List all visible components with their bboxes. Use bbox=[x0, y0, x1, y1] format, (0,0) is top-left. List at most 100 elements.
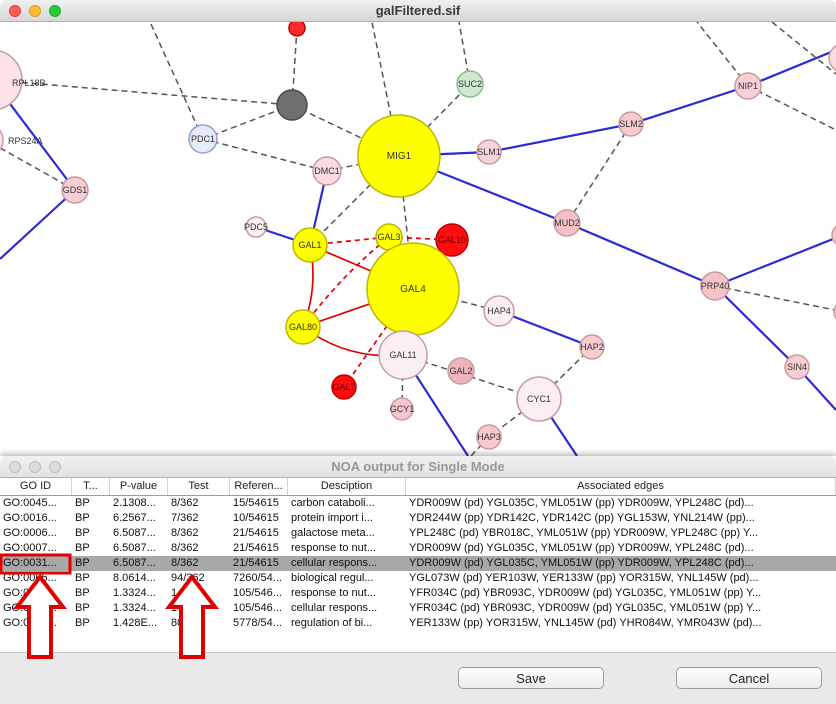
graph-node-mud2[interactable] bbox=[553, 209, 581, 237]
graph-node-slm1[interactable] bbox=[476, 139, 502, 165]
table-cell: 94/362 bbox=[171, 572, 205, 584]
graph-node-hap4[interactable] bbox=[483, 295, 515, 327]
table-cell: 21/54615 bbox=[233, 557, 279, 569]
noa-titlebar[interactable]: NOA output for Single Mode bbox=[0, 456, 836, 478]
table-cell: 7260/54... bbox=[233, 572, 282, 584]
graph-edge[interactable] bbox=[0, 79, 293, 106]
window-title: NOA output for Single Mode bbox=[331, 459, 505, 474]
graph-edge[interactable] bbox=[398, 83, 471, 157]
close-button[interactable] bbox=[9, 4, 21, 17]
graph-node-hap2[interactable] bbox=[579, 334, 605, 360]
table-cell: YDR009W (pd) YGL035C, YML051W (pp) YDR00… bbox=[409, 497, 754, 509]
graph-edge[interactable] bbox=[498, 309, 593, 349]
table-cell: GO:0009... bbox=[3, 587, 57, 599]
node-label: HAP3 bbox=[477, 432, 501, 442]
graph-node-pdc5[interactable] bbox=[245, 216, 267, 238]
graph-node-nip1[interactable] bbox=[734, 72, 762, 100]
table-cell: GO:0007... bbox=[3, 542, 57, 554]
graph-edge[interactable] bbox=[566, 123, 632, 224]
node-label: SLM2 bbox=[619, 119, 643, 129]
node-label: GAL1 bbox=[298, 240, 321, 250]
network-titlebar[interactable]: galFiltered.sif bbox=[0, 0, 836, 22]
graph-node-gcy1[interactable] bbox=[390, 397, 414, 421]
graph-node-gal7[interactable] bbox=[331, 374, 357, 400]
graph-edge[interactable] bbox=[488, 122, 632, 154]
node-label: NIP1 bbox=[738, 81, 758, 91]
table-cell: 6.2567... bbox=[113, 512, 156, 524]
graph-node-node-gray[interactable] bbox=[276, 89, 308, 121]
column-header-test[interactable]: Test bbox=[168, 478, 230, 495]
graph-edge[interactable] bbox=[714, 285, 798, 368]
zoom-button[interactable] bbox=[49, 460, 61, 473]
minimize-button[interactable] bbox=[29, 4, 41, 17]
graph-node-dmc1[interactable] bbox=[312, 156, 342, 186]
table-cell: biological regul... bbox=[291, 572, 374, 584]
node-label: GAL10 bbox=[438, 235, 466, 245]
graph-edge[interactable] bbox=[771, 22, 836, 75]
column-header-t-[interactable]: T... bbox=[72, 478, 110, 495]
graph-node-node-top-red[interactable] bbox=[288, 22, 306, 37]
graph-edge[interactable] bbox=[149, 22, 204, 140]
table-cell: BP bbox=[75, 512, 90, 524]
table-cell: 8/362 bbox=[171, 557, 199, 569]
graph-node-pdc1[interactable] bbox=[188, 124, 218, 154]
table-cell: cellular respons... bbox=[291, 557, 378, 569]
table-cell: response to nut... bbox=[291, 542, 376, 554]
node-label: GCY1 bbox=[390, 404, 415, 414]
column-header-associated-edges[interactable]: Associated edges bbox=[406, 478, 836, 495]
table-cell: 6.5087... bbox=[113, 542, 156, 554]
table-cell: YFR034C (pd) YBR093C, YDR009W (pd) YGL03… bbox=[409, 587, 762, 599]
graph-node-gds1[interactable] bbox=[61, 176, 89, 204]
zoom-button[interactable] bbox=[49, 4, 61, 17]
graph-edge[interactable] bbox=[714, 285, 836, 312]
cancel-button[interactable]: Cancel bbox=[676, 667, 822, 689]
graph-node-slm2[interactable] bbox=[618, 111, 644, 137]
node-label: SUC2 bbox=[458, 79, 482, 89]
graph-node-gal2[interactable] bbox=[447, 357, 475, 385]
graph-edge[interactable] bbox=[714, 235, 836, 288]
graph-edge[interactable] bbox=[202, 138, 328, 172]
graph-edge[interactable] bbox=[202, 104, 293, 140]
save-button[interactable]: Save bbox=[458, 667, 604, 689]
graph-node-gal80[interactable] bbox=[285, 309, 321, 345]
graph-node-cyc1[interactable] bbox=[516, 376, 562, 422]
close-button[interactable] bbox=[9, 460, 21, 473]
table-cell: 105/546... bbox=[233, 587, 282, 599]
graph-node-gal10[interactable] bbox=[435, 223, 469, 257]
node-label: HAP2 bbox=[580, 342, 604, 352]
graph-edge[interactable] bbox=[566, 221, 716, 288]
graph-node-hap3[interactable] bbox=[476, 424, 502, 450]
column-header-p-value[interactable]: P-value bbox=[110, 478, 168, 495]
graph-node-suc2[interactable] bbox=[456, 70, 484, 98]
column-header-go-id[interactable]: GO ID bbox=[0, 478, 72, 495]
graph-node-prp40[interactable] bbox=[700, 271, 730, 301]
graph-node-node-tr[interactable] bbox=[828, 44, 836, 72]
column-header-desciption[interactable]: Desciption bbox=[288, 478, 406, 495]
graph-edge[interactable] bbox=[630, 84, 749, 126]
graph-node-node-r1[interactable] bbox=[831, 224, 836, 246]
graph-node-rpl18b[interactable] bbox=[0, 50, 23, 110]
graph-edge[interactable] bbox=[0, 189, 76, 260]
graph-node-rps24a[interactable] bbox=[0, 123, 4, 157]
minimize-button[interactable] bbox=[29, 460, 41, 473]
node-label: GAL80 bbox=[289, 322, 317, 332]
table-cell: 1.428E... bbox=[113, 617, 158, 629]
graph-edge[interactable] bbox=[747, 48, 836, 88]
graph-node-sin4[interactable] bbox=[784, 354, 810, 380]
graph-node-mig1[interactable] bbox=[357, 114, 441, 198]
graph-node-gal11[interactable] bbox=[378, 330, 428, 380]
graph-edge[interactable] bbox=[747, 85, 836, 131]
column-header-referen-[interactable]: Referen... bbox=[230, 478, 288, 495]
graph-node-gal1[interactable] bbox=[292, 227, 328, 263]
